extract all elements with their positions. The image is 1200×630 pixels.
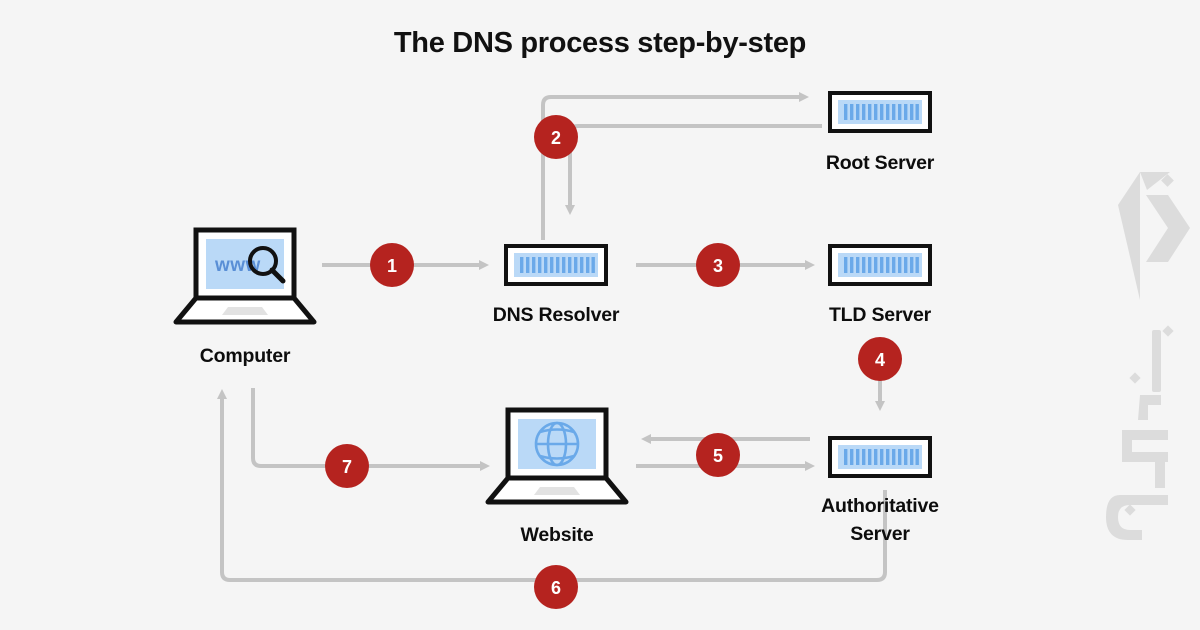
step-badge-7-number: 7 (342, 457, 352, 477)
step-badge-5[interactable]: 5 (696, 433, 740, 477)
node-label-authoritative-server-line2: Server (850, 523, 910, 545)
step-badge-3-number: 3 (713, 256, 723, 276)
laptop-search-icon: www (173, 227, 317, 325)
node-label-tld-server: TLD Server (829, 304, 932, 326)
server-icon (504, 244, 608, 286)
step-badge-4-number: 4 (875, 350, 885, 370)
node-computer[interactable]: www Computer (173, 227, 317, 367)
site-watermark (1106, 172, 1190, 540)
step-badge-4[interactable]: 4 (858, 337, 902, 381)
server-icon (828, 436, 932, 478)
connector-step-2-request (541, 92, 809, 240)
step-badge-7[interactable]: 7 (325, 444, 369, 488)
node-tld-server[interactable]: TLD Server (828, 244, 932, 326)
step-badge-2-number: 2 (551, 128, 561, 148)
node-dns-resolver[interactable]: DNS Resolver (493, 244, 620, 326)
node-label-authoritative-server-line1: Authoritative (821, 495, 939, 517)
server-icon (828, 91, 932, 133)
step-badge-6[interactable]: 6 (534, 565, 578, 609)
connector-step-7 (251, 388, 490, 471)
step-badge-1-number: 1 (387, 256, 397, 276)
node-root-server[interactable]: Root Server (826, 91, 935, 174)
step-badge-2[interactable]: 2 (534, 115, 578, 159)
node-label-website: Website (520, 524, 593, 546)
step-badge-1[interactable]: 1 (370, 243, 414, 287)
page-title: The DNS process step-by-step (394, 27, 806, 59)
node-label-root-server: Root Server (826, 152, 935, 174)
step-badge-6-number: 6 (551, 578, 561, 598)
node-website[interactable]: Website (485, 407, 629, 546)
globe-icon (534, 421, 580, 467)
node-authoritative-server[interactable]: Authoritative Server (821, 436, 939, 545)
step-badge-3[interactable]: 3 (696, 243, 740, 287)
laptop-globe-icon (485, 407, 629, 505)
node-label-dns-resolver: DNS Resolver (493, 304, 620, 326)
node-label-computer: Computer (200, 345, 291, 367)
step-badge-5-number: 5 (713, 446, 723, 466)
server-icon (828, 244, 932, 286)
